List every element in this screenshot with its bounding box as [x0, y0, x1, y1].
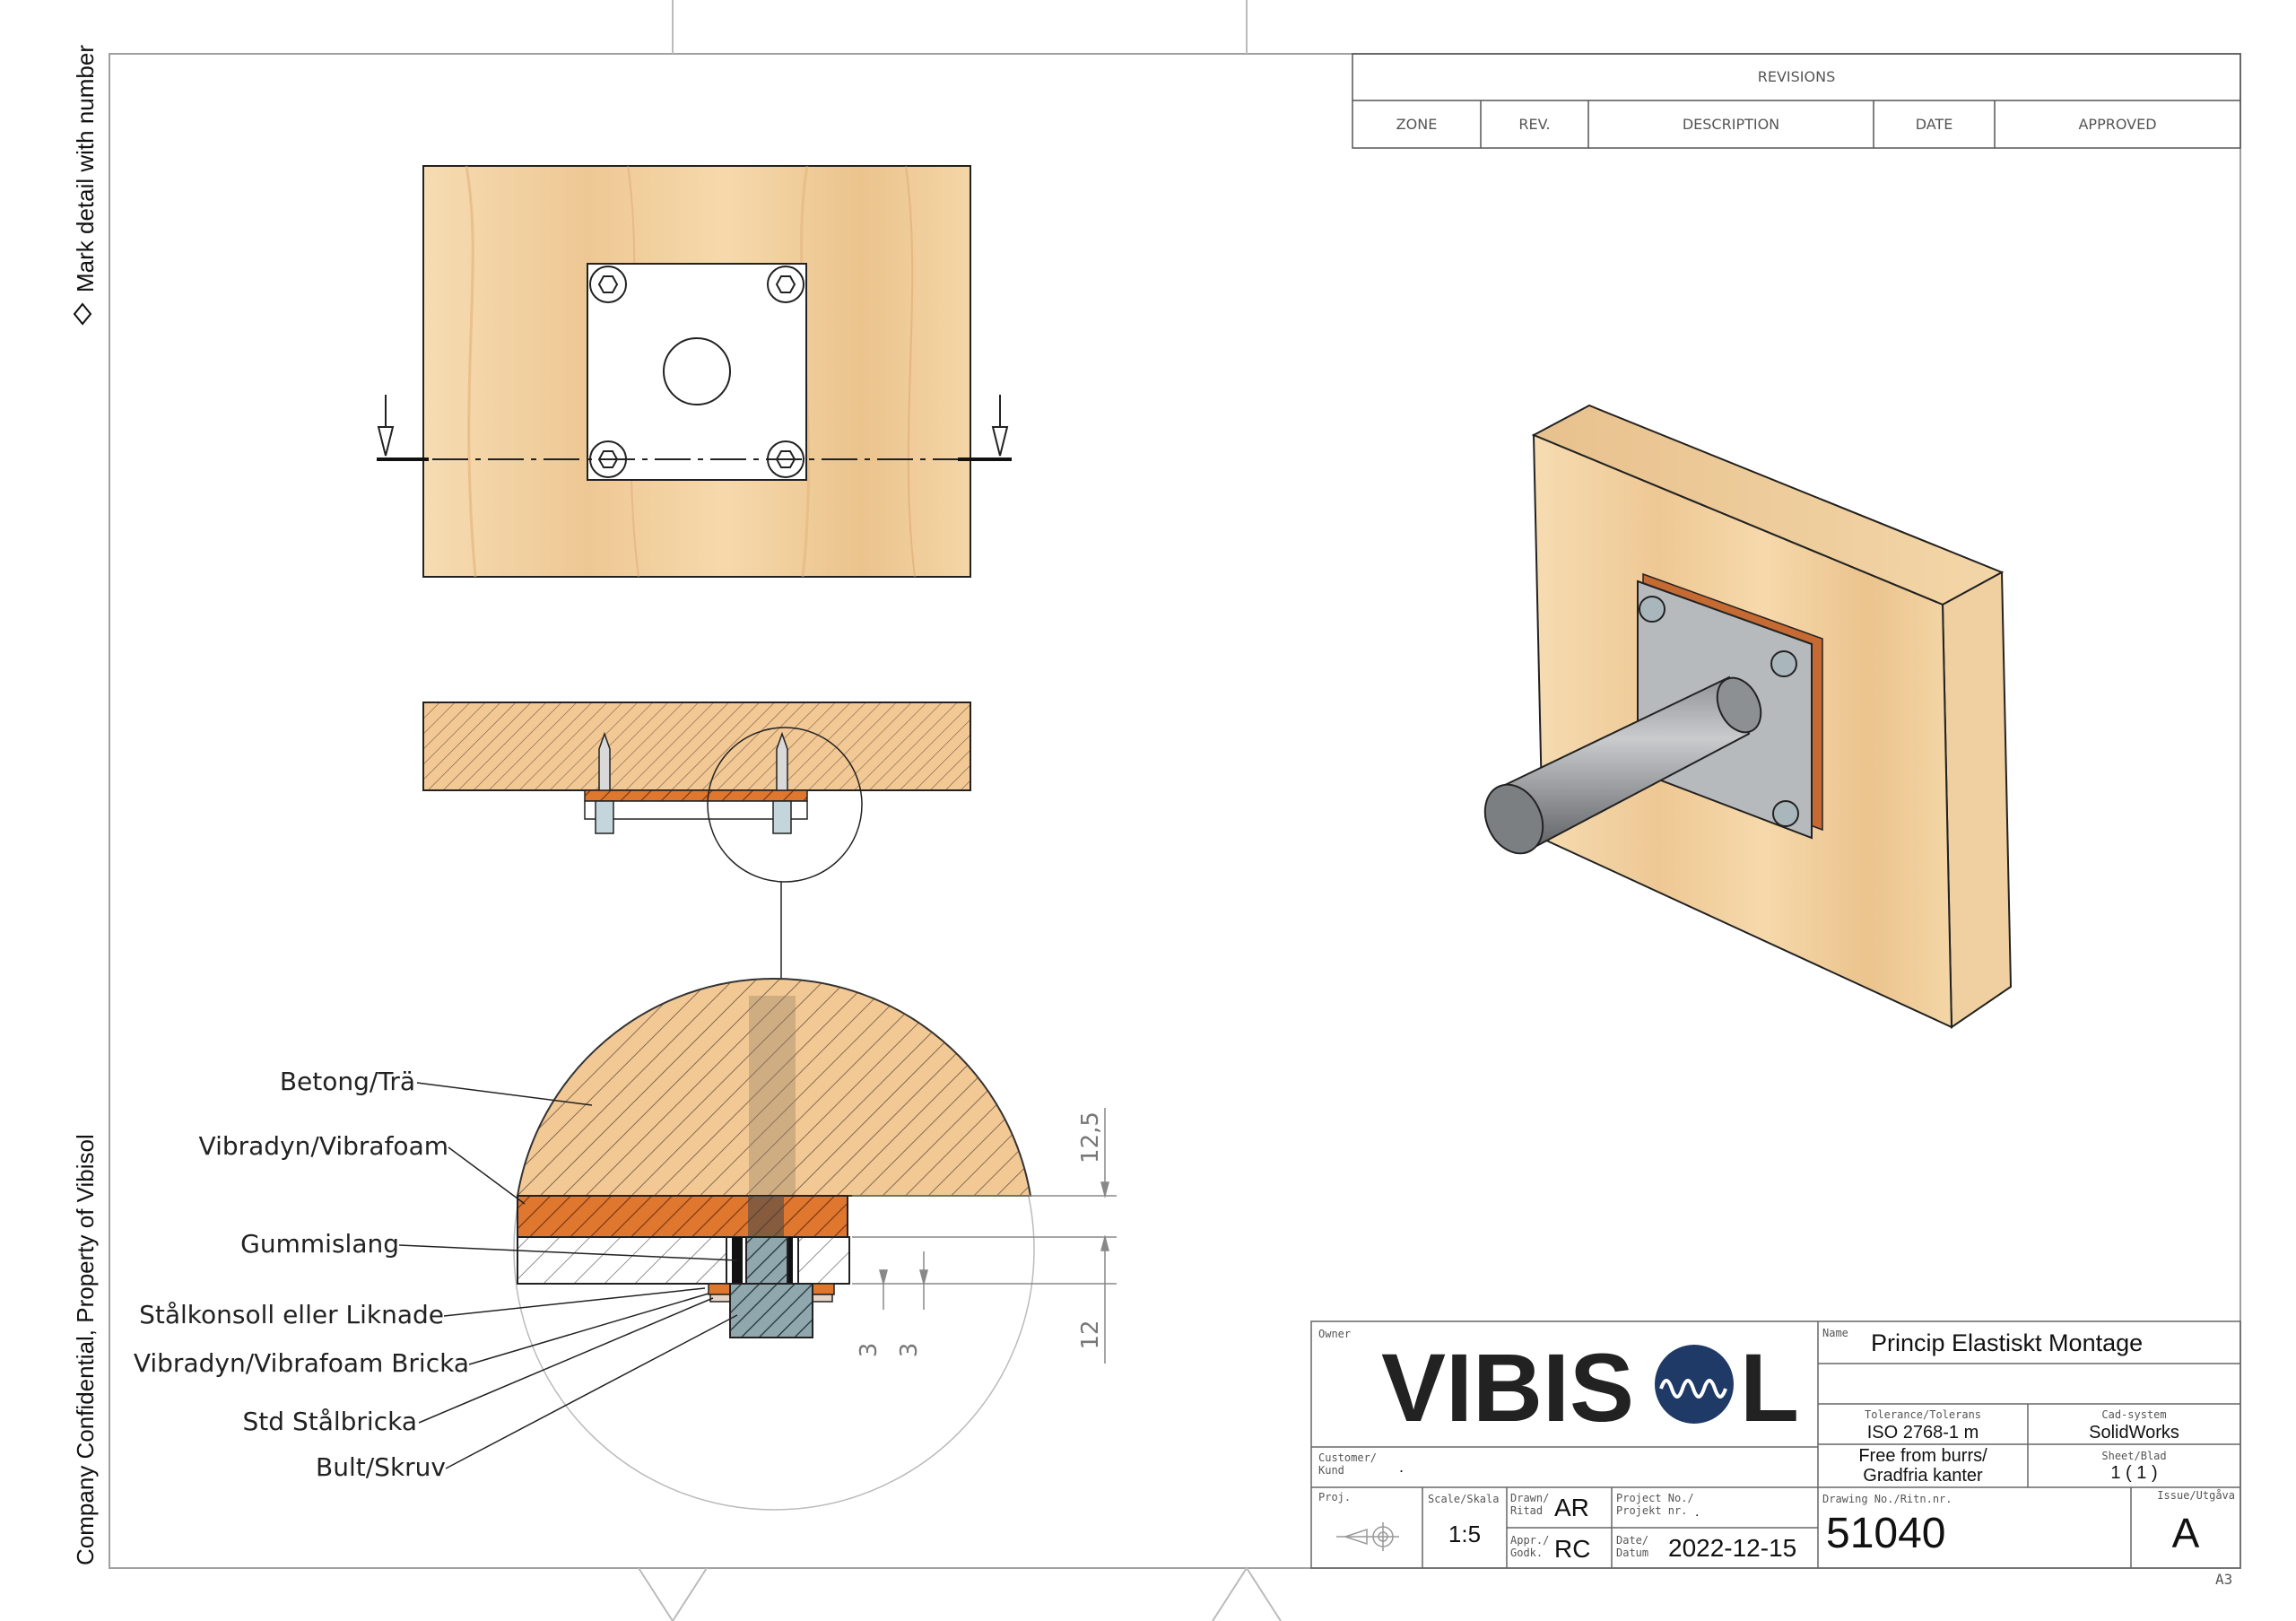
detail-marker-icon [73, 302, 92, 326]
callout-gummislang: Gummislang [240, 1229, 399, 1259]
appr-value: RC [1554, 1535, 1591, 1563]
customer-value: . [1399, 1458, 1405, 1476]
logo-wave-icon [1655, 1345, 1734, 1424]
project-no-label-2: Projekt nr. [1616, 1504, 1688, 1517]
foam-detail [517, 1195, 848, 1238]
rev-col-description: DESCRIPTION [1682, 116, 1780, 133]
side-label-confidential: Company Confidential, Property of Vibiso… [72, 1134, 99, 1565]
wood-detail [516, 978, 1032, 1197]
date-label-2: Datum [1616, 1547, 1649, 1559]
wood-block-side [1941, 571, 2013, 1029]
section-view [422, 702, 971, 989]
cad-value: SolidWorks [2089, 1423, 2179, 1442]
dimension-label: 12 [1077, 1320, 1104, 1349]
callout-vibradyn-vibrafoam: Vibradyn/Vibrafoam [198, 1131, 448, 1161]
dimension-label: 12,5 [1077, 1111, 1104, 1163]
project-no-value: . [1695, 1504, 1700, 1520]
paper-size-label: A3 [2215, 1571, 2233, 1588]
sheet-label: Sheet/Blad [2101, 1450, 2167, 1462]
drawing-border [109, 53, 2241, 1569]
callout-bult-skruv: Bult/Skruv [316, 1452, 446, 1482]
vibisol-logo: VIBIS L [1381, 1333, 1799, 1442]
bracket-detail [517, 1236, 850, 1285]
rev-col-date: DATE [1915, 116, 1953, 133]
drawing-no-value: 51040 [1826, 1510, 1946, 1557]
callout-vibradyn-bricka: Vibradyn/Vibrafoam Bricka [133, 1348, 469, 1378]
owner-label: Owner [1318, 1328, 1352, 1340]
detail-view: 12,5 12 3 3 [398, 978, 1117, 1511]
scale-label: Scale/Skala [1428, 1493, 1500, 1505]
project-no-label: Project No./ [1616, 1492, 1694, 1504]
date-value: 2022-12-15 [1668, 1534, 1797, 1562]
dimension-label: 3 [896, 1343, 923, 1358]
customer-label: Customer/ [1318, 1451, 1378, 1464]
revisions-table [1352, 53, 2241, 149]
rod-end [1483, 783, 1544, 855]
centering-mark [638, 1567, 708, 1621]
detail-circle [707, 727, 863, 883]
issue-value: A [2171, 1510, 2200, 1556]
sheet-value: 1 ( 1 ) [2110, 1463, 2158, 1483]
revisions-title: REVISIONS [1757, 68, 1836, 85]
drawing-no-label: Drawing No./Ritn.nr. [1822, 1493, 1952, 1505]
drawing-name: Princip Elastiskt Montage [1871, 1329, 2144, 1356]
callout-std-stalbricka: Std Stålbricka [242, 1407, 417, 1436]
wood-panel-section [422, 702, 971, 791]
rev-col-approved: APPROVED [2078, 116, 2157, 133]
foam-layer-section [584, 789, 808, 802]
scale-value: 1:5 [1448, 1521, 1482, 1547]
appr-label: Appr./ [1510, 1534, 1550, 1547]
drawn-value: AR [1554, 1494, 1589, 1521]
date-label: Date/ [1616, 1534, 1649, 1547]
title-block-grid [1310, 1320, 2241, 1569]
drawn-label: Drawn/ [1510, 1492, 1550, 1504]
callout-stalkonsoll: Stålkonsoll eller Liknade [139, 1300, 444, 1329]
rev-col-rev: REV. [1518, 116, 1551, 133]
logo-text-left: VIBIS [1381, 1333, 1634, 1442]
drawn-label-2: Ritad [1510, 1504, 1544, 1517]
rev-col-zone: ZONE [1396, 116, 1438, 133]
projection-symbol-icon [1336, 1522, 1399, 1551]
appr-label-2: Godk. [1510, 1547, 1544, 1559]
top-view [377, 165, 1012, 578]
cad-label: Cad-system [2101, 1408, 2167, 1421]
dimension-label: 3 [856, 1343, 883, 1358]
bolt-head-detail [729, 1283, 813, 1338]
side-label-mark-detail: Mark detail with number [72, 45, 99, 292]
logo-text-right: L [1740, 1333, 1799, 1442]
callout-betong-tra: Betong/Trä [279, 1067, 415, 1096]
isometric-view [1483, 404, 2013, 1029]
tolerance-value: ISO 2768-1 m [1866, 1423, 1979, 1442]
bracket-section [584, 800, 808, 820]
dimension-lines [852, 1108, 1117, 1364]
center-hole [663, 337, 731, 405]
finish-line-2: Gradfria kanter [1863, 1466, 1983, 1486]
tolerance-label: Tolerance/Tolerans [1864, 1408, 1982, 1421]
bolt-head-icon [1639, 596, 1799, 827]
name-label: Name [1822, 1327, 1848, 1339]
finish-line-1: Free from burrs/ [1858, 1446, 1987, 1466]
issue-label: Issue/Utgåva [2157, 1489, 2235, 1502]
leader-lines [398, 1082, 738, 1469]
centering-mark [1212, 1566, 1282, 1621]
customer-label-2: Kund [1318, 1464, 1344, 1477]
proj-label: Proj. [1318, 1491, 1352, 1503]
